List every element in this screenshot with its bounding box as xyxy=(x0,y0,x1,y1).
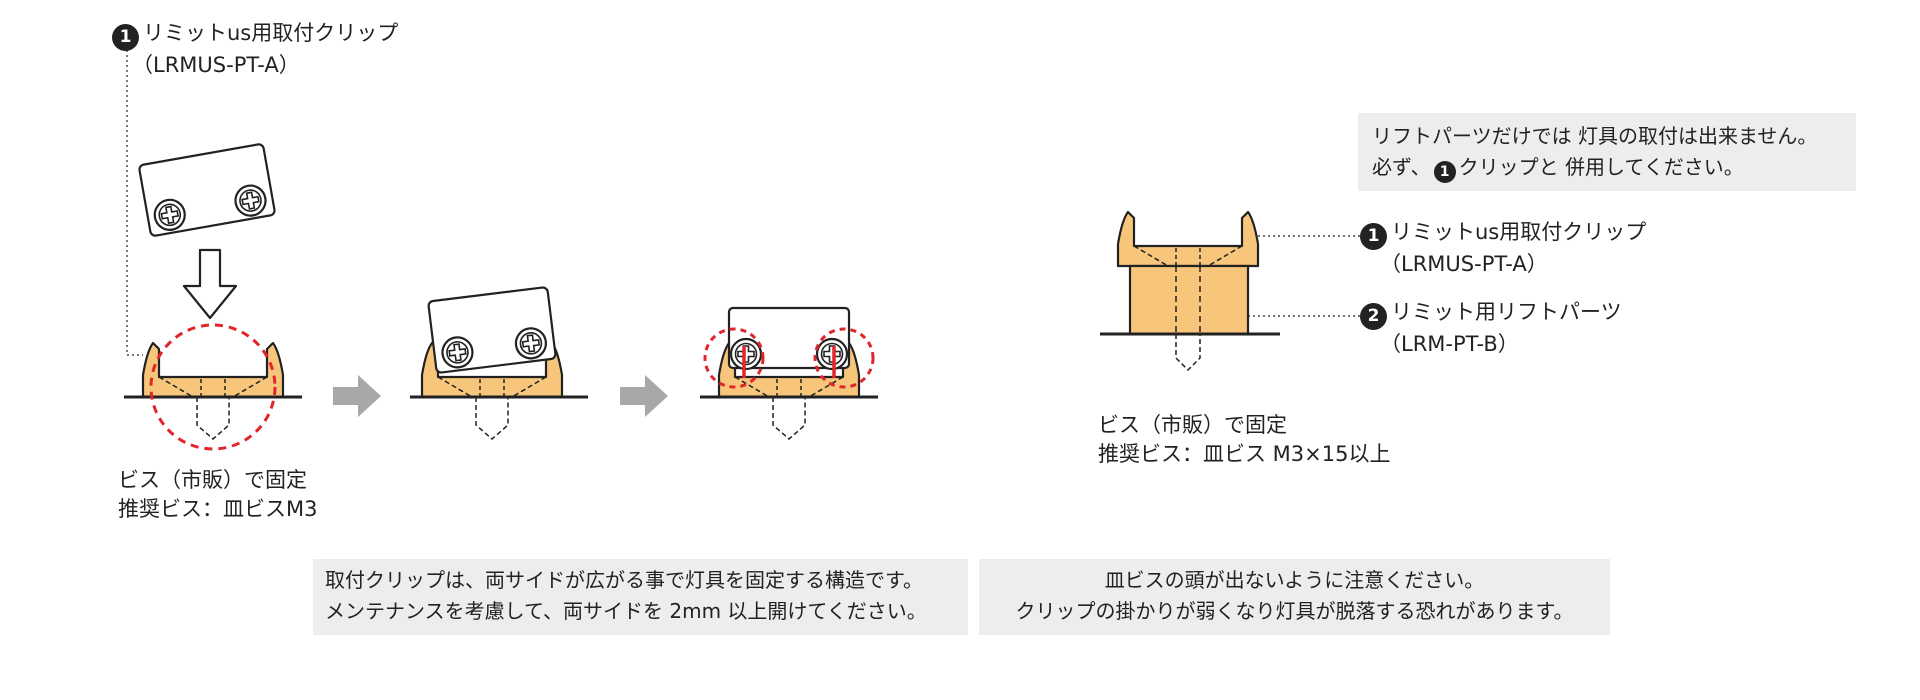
number-badge-1: 1 xyxy=(1433,161,1456,183)
lift-parts xyxy=(1128,264,1250,336)
clip-structure-note: 取付クリップは、両サイドが広がる事で灯具を固定する構造です。 メンテナンスを考慮… xyxy=(313,559,968,635)
right-caption: ビス（市販）で固定 推奨ビス：皿ビス M3×15以上 xyxy=(1098,411,1390,470)
lift-name: リミット用リフトパーツ xyxy=(1391,300,1622,324)
step-3-group xyxy=(700,306,878,440)
screw-step3 xyxy=(772,396,806,440)
lamp-unit-step2 xyxy=(427,286,557,374)
number-badge-1: 1 xyxy=(1360,223,1387,250)
lift-warning-line1: リフトパーツだけでは 灯具の取付は出来ません。 xyxy=(1372,124,1818,148)
clip-structure-line2: メンテナンスを考慮して、両サイドを 2mm 以上開けてください。 xyxy=(325,599,927,623)
assembled-view-group xyxy=(1100,210,1360,372)
lamp-unit-step1 xyxy=(138,143,276,237)
step-1-group xyxy=(124,45,302,451)
leader-line-clip xyxy=(126,45,143,356)
next-arrow-icon xyxy=(620,375,668,417)
highlight-circle-left xyxy=(703,327,765,389)
clip-name: リミットus用取付クリップ xyxy=(1391,220,1647,244)
lift-warning-line2-post: クリップと 併用してください。 xyxy=(1458,155,1744,179)
screw-head-note: 皿ビスの頭が出ないように注意ください。 クリップの掛かりが弱くなり灯具が脱落する… xyxy=(979,559,1610,635)
clip-structure-line1: 取付クリップは、両サイドが広がる事で灯具を固定する構造です。 xyxy=(325,568,923,592)
fixing-caption: ビス（市販）で固定 xyxy=(118,468,307,492)
clip-code: （LRMUS-PT-A） xyxy=(1380,252,1548,276)
lamp-unit-step3 xyxy=(727,306,851,371)
next-arrow-icon xyxy=(333,375,381,417)
highlight-circle-step1 xyxy=(149,323,277,451)
number-badge-2: 2 xyxy=(1360,303,1387,330)
left-caption: ビス（市販）で固定 推奨ビス：皿ビスM3 xyxy=(118,466,317,525)
fixing-caption: ビス（市販）で固定 xyxy=(1098,413,1287,437)
step-2-group xyxy=(410,286,588,440)
screw-head-line1: 皿ビスの頭が出ないように注意ください。 xyxy=(1104,568,1485,592)
recommended-screw: 推奨ビス：皿ビス M3×15以上 xyxy=(1098,442,1391,467)
screw-step2 xyxy=(475,396,509,440)
screw-step1 xyxy=(196,396,230,440)
clip-code: （LRMUS-PT-A） xyxy=(132,53,300,77)
highlight-circle-right xyxy=(813,327,875,389)
screw-head-line2: クリップの掛かりが弱くなり灯具が脱落する恐れがあります。 xyxy=(1015,599,1574,623)
screw-assembled xyxy=(1175,334,1201,372)
number-badge-1: 1 xyxy=(112,24,139,51)
recommended-screw: 推奨ビス：皿ビスM3 xyxy=(118,497,318,522)
down-arrow-icon xyxy=(182,248,238,320)
clip-step1 xyxy=(141,341,285,399)
lift-code: （LRM-PT-B） xyxy=(1380,332,1519,356)
lift-warning-line2-pre: 必ず、 xyxy=(1372,155,1431,179)
clip-name: リミットus用取付クリップ xyxy=(143,21,399,45)
clip-assembled xyxy=(1116,210,1260,268)
